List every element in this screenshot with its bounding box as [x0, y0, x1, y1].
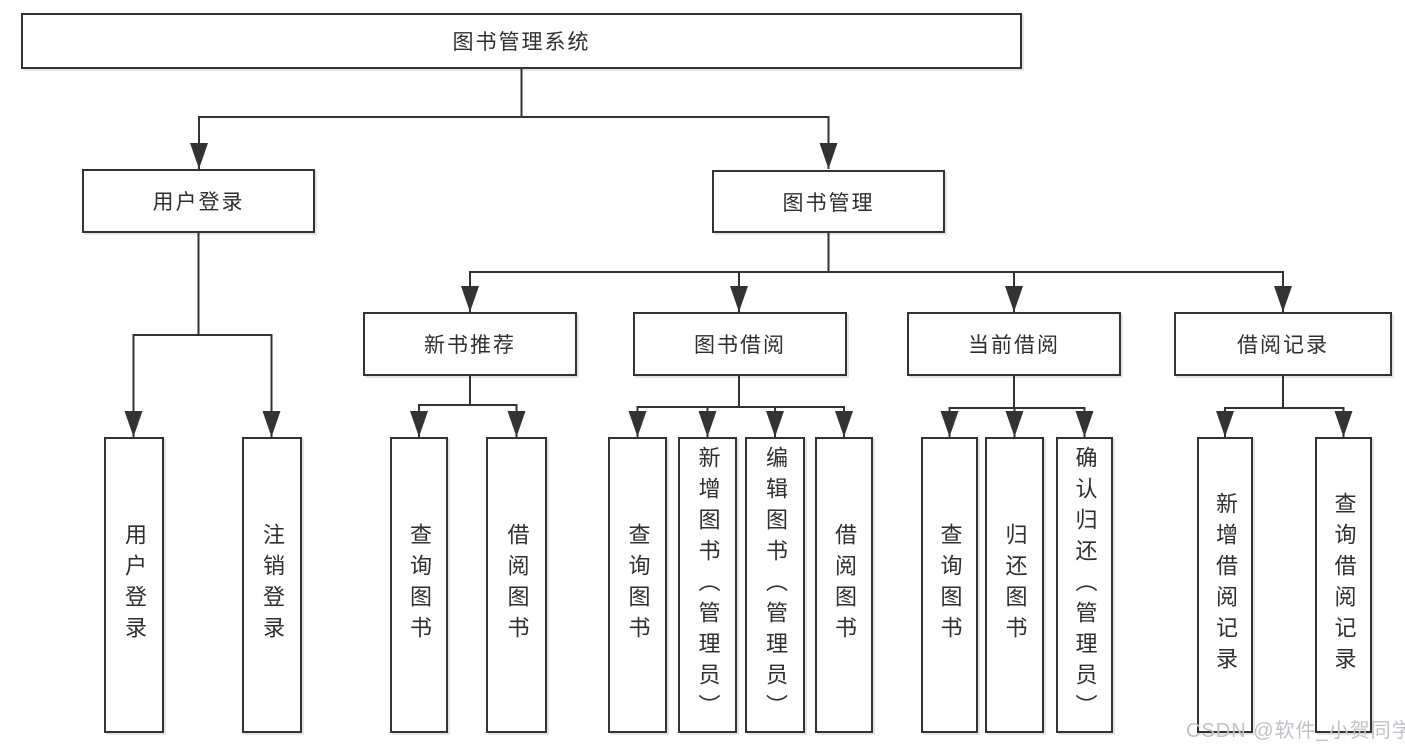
leaf-confirm-return-admin: 确认归还（管理员）	[1056, 437, 1113, 733]
node-current-borrow: 当前借阅	[907, 312, 1121, 376]
node-book-management-system: 图书管理系统	[21, 13, 1022, 69]
leaf-label: 归还图书	[1002, 523, 1028, 647]
node-user-login: 用户登录	[82, 169, 315, 233]
node-label: 图书管理	[782, 191, 875, 215]
node-label: 新书推荐	[424, 334, 516, 357]
node-book-management: 图书管理	[712, 170, 945, 233]
node-new-book-recommend: 新书推荐	[363, 312, 577, 376]
node-label: 图书借阅	[694, 334, 786, 357]
leaf-query-books-recommend: 查询图书	[390, 437, 448, 733]
leaf-label: 注销登录	[260, 523, 285, 647]
node-label: 图书管理系统	[452, 31, 591, 54]
leaf-label: 借阅图书	[832, 523, 857, 647]
watermark: CSDN @软件_小贺同学	[1186, 720, 1405, 742]
leaf-label: 编辑图书（管理员）	[763, 445, 788, 725]
node-label: 当前借阅	[968, 334, 1060, 357]
leaf-label: 确认归还（管理员）	[1072, 445, 1098, 725]
leaf-query-books-borrow: 查询图书	[608, 437, 667, 733]
leaf-query-borrow-record: 查询借阅记录	[1315, 437, 1372, 733]
leaf-borrow-books: 借阅图书	[815, 437, 873, 733]
leaf-label: 查询图书	[625, 523, 651, 647]
leaf-label: 查询图书	[407, 523, 432, 647]
node-book-borrow: 图书借阅	[633, 312, 847, 376]
leaf-label: 查询借阅记录	[1331, 492, 1357, 678]
leaf-add-borrow-record: 新增借阅记录	[1197, 437, 1253, 733]
leaf-edit-book-admin: 编辑图书（管理员）	[745, 437, 805, 733]
leaf-label: 用户登录	[122, 523, 147, 647]
leaf-return-books: 归还图书	[985, 437, 1044, 733]
leaf-label: 借阅图书	[504, 523, 530, 647]
leaf-logout: 注销登录	[242, 437, 302, 733]
leaf-user-login: 用户登录	[104, 437, 164, 733]
leaf-label: 新增图书（管理员）	[695, 445, 721, 725]
leaf-query-books-current: 查询图书	[921, 437, 978, 733]
node-label: 用户登录	[152, 191, 245, 214]
leaf-label: 新增借阅记录	[1213, 492, 1238, 678]
leaf-borrow-books-recommend: 借阅图书	[486, 437, 547, 733]
leaf-label: 查询图书	[937, 523, 963, 647]
leaf-add-book-admin: 新增图书（管理员）	[678, 437, 737, 733]
node-label: 借阅记录	[1237, 334, 1329, 357]
node-borrow-records: 借阅记录	[1174, 312, 1392, 376]
